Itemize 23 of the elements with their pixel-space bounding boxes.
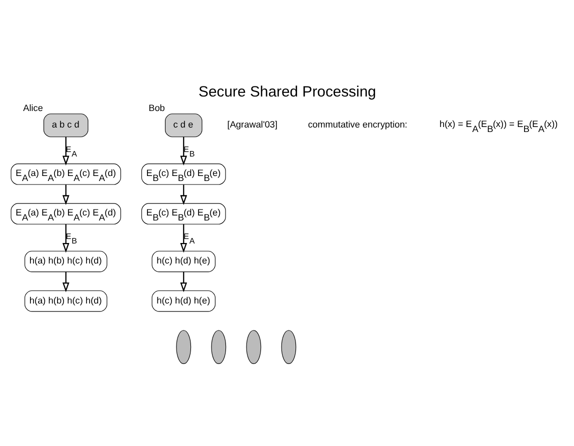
- arrow: [62, 224, 70, 253]
- node-box: h(c) h(d) h(e): [152, 290, 216, 312]
- node-box: h(a) h(b) h(c) h(d): [24, 290, 108, 312]
- node-label: Bob: [148, 102, 165, 113]
- node-ellipse: [176, 330, 192, 364]
- node-label: Alice: [23, 102, 43, 113]
- arrow: [180, 272, 188, 292]
- diagram-title: Secure Shared Processing: [198, 84, 376, 101]
- label: [Agrawal'03]: [227, 120, 278, 130]
- node-ellipse: [246, 330, 262, 364]
- label: commutative encryption:: [308, 120, 408, 130]
- node-box: h(c) h(d) h(e): [152, 250, 216, 272]
- arrow: [62, 272, 70, 292]
- node-box: c d e: [164, 114, 202, 138]
- arrow: [180, 184, 188, 205]
- node-box: a b c d: [44, 114, 88, 138]
- node-ellipse: [211, 330, 226, 364]
- node-ellipse: [281, 330, 296, 364]
- arrow: [180, 137, 188, 166]
- arrow: [62, 137, 70, 166]
- node-box: h(a) h(b) h(c) h(d): [24, 250, 108, 272]
- arrow: [62, 184, 70, 205]
- arrow: [180, 224, 188, 253]
